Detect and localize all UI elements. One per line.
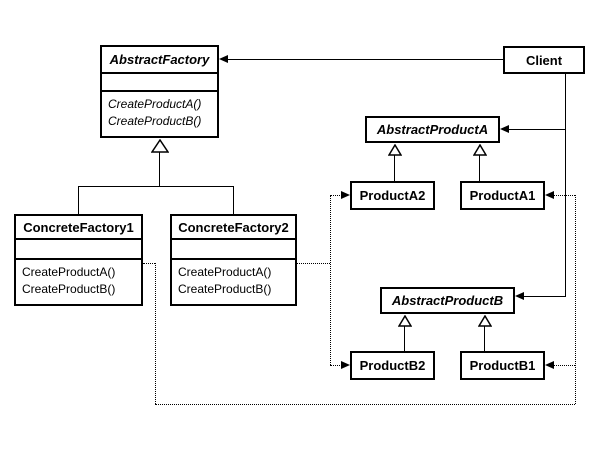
class-box-client: Client — [503, 46, 585, 74]
dependency-line-concretefactory1-bottom — [155, 404, 575, 405]
methods-compartment: CreateProductA() CreateProductB() — [172, 258, 295, 304]
dependency-line-concretefactory1 — [143, 263, 155, 264]
association-line-client-abstractfactory — [228, 59, 503, 60]
class-name: ProductB1 — [469, 358, 536, 373]
class-box-abstractfactory: AbstractFactory CreateProductA() CreateP… — [100, 45, 219, 138]
association-line-client-abstractproductb — [524, 296, 565, 297]
class-name: AbstractFactory — [109, 52, 210, 67]
inheritance-line — [78, 186, 233, 187]
inheritance-line-productb1 — [484, 326, 485, 351]
method-label: CreateProductA() — [22, 265, 116, 279]
inheritance-line-producta1 — [479, 155, 480, 181]
dependency-line-to-producta1 — [554, 195, 575, 196]
dependency-line-concretefactory2 — [330, 195, 331, 365]
methods-compartment: CreateProductA() CreateProductB() — [16, 258, 141, 304]
class-name: AbstractProductB — [391, 293, 504, 308]
arrowhead-icon — [341, 191, 350, 199]
class-name: ConcreteFactory1 — [23, 219, 134, 235]
class-box-abstractproducta: AbstractProductA — [365, 116, 500, 143]
arrowhead-icon — [545, 191, 554, 199]
inheritance-line-concretefactory2 — [233, 186, 234, 214]
arrowhead-icon — [341, 361, 350, 369]
class-box-producta2: ProductA2 — [350, 181, 435, 210]
dependency-line-concretefactory1 — [155, 263, 156, 404]
association-line-client-abstractproducta — [509, 129, 565, 130]
class-name: ConcreteFactory2 — [178, 219, 289, 235]
class-box-producta1: ProductA1 — [460, 181, 545, 210]
method-label: CreateProductB() — [178, 282, 272, 296]
arrowhead-icon — [515, 292, 524, 300]
inheritance-line-producta2 — [394, 155, 395, 181]
inheritance-line-concretefactory1 — [78, 186, 79, 214]
dependency-line-to-productb2 — [330, 365, 342, 366]
inheritance-triangle-icon — [473, 144, 487, 156]
class-box-productb1: ProductB1 — [460, 351, 545, 380]
arrowhead-icon — [545, 361, 554, 369]
arrowhead-icon — [500, 125, 509, 133]
class-name: ProductA1 — [469, 188, 536, 203]
class-name: AbstractProductA — [376, 122, 489, 137]
dependency-line-to-producta2 — [330, 195, 342, 196]
dependency-line-concretefactory1-right — [575, 195, 576, 404]
inheritance-triangle-icon — [478, 315, 492, 327]
method-label: CreateProductB() — [108, 114, 202, 128]
class-name: ProductA2 — [359, 188, 426, 203]
method-label: CreateProductA() — [178, 265, 272, 279]
arrowhead-icon — [219, 55, 228, 63]
attributes-compartment-empty — [102, 72, 217, 90]
inheritance-triangle-icon — [388, 144, 402, 156]
class-box-productb2: ProductB2 — [350, 351, 435, 380]
inheritance-line — [159, 152, 160, 186]
class-name: Client — [525, 52, 563, 68]
dependency-line-to-productb1 — [554, 365, 575, 366]
dependency-line-concretefactory2 — [297, 263, 330, 264]
inheritance-triangle-icon — [398, 315, 412, 327]
class-box-concretefactory1: ConcreteFactory1 CreateProductA() Create… — [14, 214, 143, 306]
class-name: ProductB2 — [359, 358, 426, 373]
class-box-abstractproductb: AbstractProductB — [380, 287, 515, 314]
method-label: CreateProductA() — [108, 97, 202, 111]
association-line-client-down — [565, 74, 566, 297]
inheritance-line-productb2 — [404, 326, 405, 351]
attributes-compartment-empty — [172, 238, 295, 258]
method-label: CreateProductB() — [22, 282, 116, 296]
class-box-concretefactory2: ConcreteFactory2 CreateProductA() Create… — [170, 214, 297, 306]
inheritance-triangle-icon — [151, 139, 169, 153]
attributes-compartment-empty — [16, 238, 141, 258]
methods-compartment: CreateProductA() CreateProductB() — [102, 90, 217, 136]
